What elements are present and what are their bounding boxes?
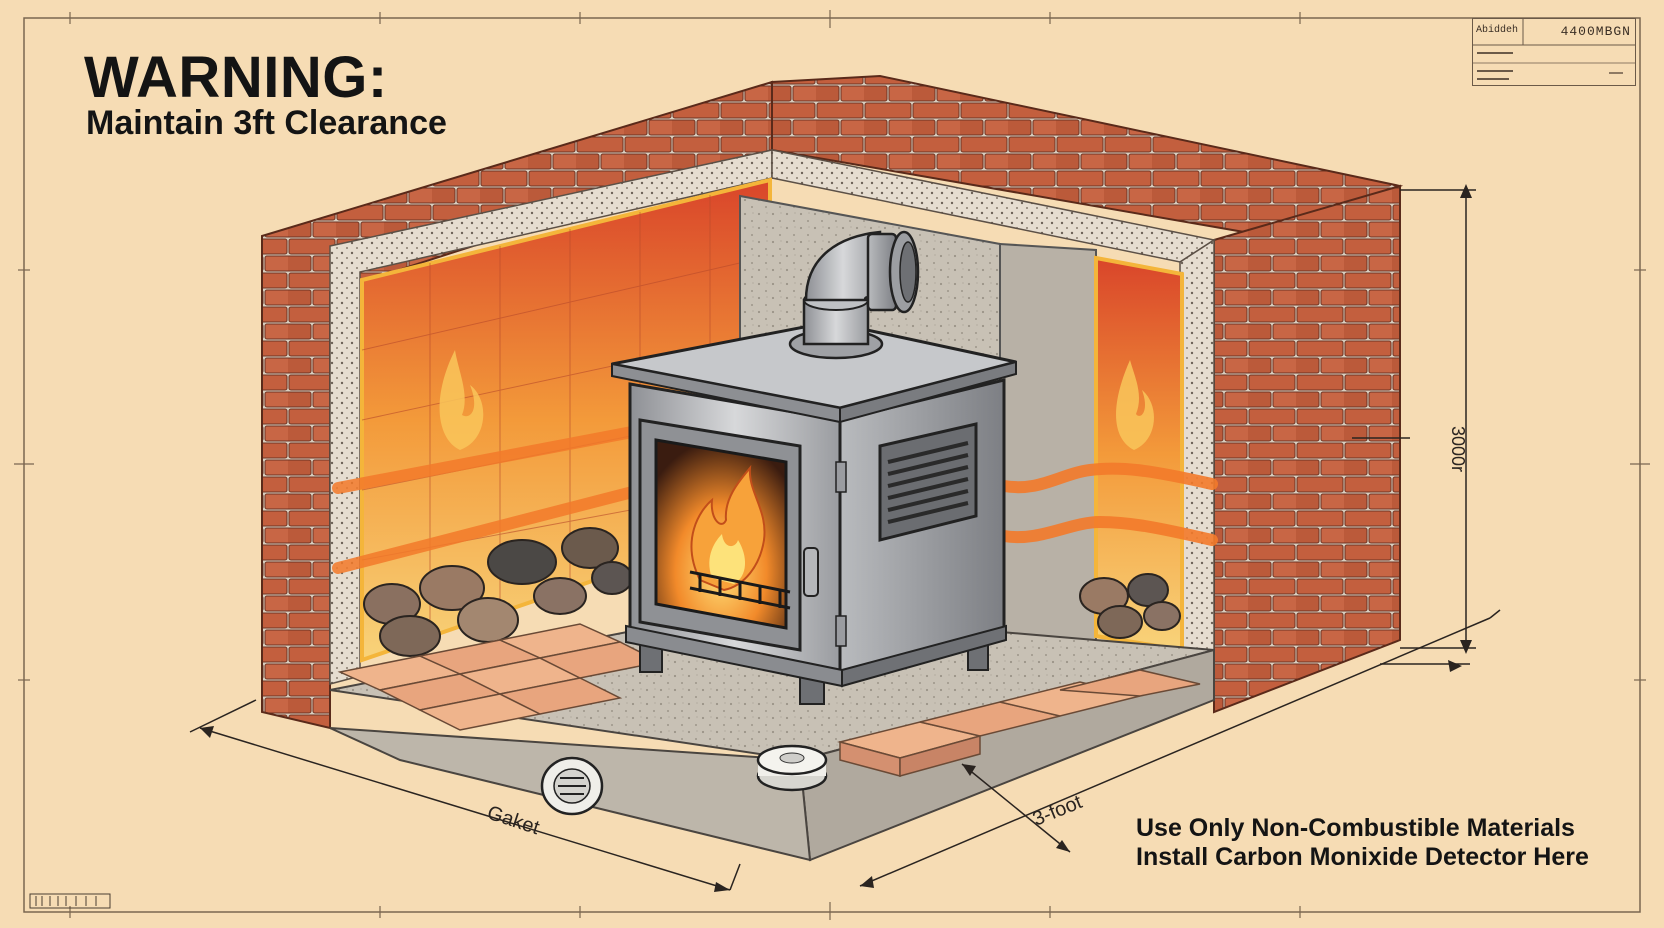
wood-stove: [611, 320, 1017, 705]
drawing-border: [23, 17, 1641, 913]
dimension-arrows: [200, 184, 1472, 892]
left-heat-streak-lower: [332, 484, 646, 574]
border-ticks: [14, 10, 1650, 920]
left-rock-pile: [363, 527, 633, 657]
title-block-right-text: 4400MBGN: [1560, 24, 1631, 39]
right-wall-flame-icon: [1116, 360, 1154, 450]
drawing-title-block: Abiddeh 4400MBGN: [1472, 18, 1636, 86]
detector-note: Install Carbon Monixide Detector Here: [1136, 843, 1589, 871]
materials-note: Use Only Non-Combustible Materials: [1136, 814, 1575, 842]
chimney-pipe: [788, 230, 920, 360]
left-wall-flame-icon: [439, 350, 484, 450]
floor-air-vent-icon: [540, 756, 604, 816]
stove-grate: [689, 570, 791, 610]
depth-dimension-label: Gaket: [484, 802, 542, 840]
stove-door-handle: [803, 547, 819, 597]
carbon-monoxide-detector-icon: [756, 744, 828, 792]
title-block-lines: [1473, 19, 1635, 80]
title-block-left-text: Abiddeh: [1476, 25, 1519, 36]
vent-louvers: [887, 441, 969, 524]
width-dimension-label: 3-foot: [1030, 791, 1086, 831]
right-brick-wall: [1213, 184, 1401, 714]
right-insulation-layer: [1179, 238, 1215, 702]
height-dimension-label: 3000r: [1448, 426, 1468, 472]
warning-subtitle: Maintain 3ft Clearance: [86, 104, 447, 142]
left-hearth-tiles: [337, 623, 663, 731]
dimension-lines: [189, 189, 1501, 891]
stove-side-vent: [878, 422, 978, 542]
corner-stamp: [29, 893, 111, 909]
right-hearth-tiles: [837, 669, 1201, 777]
right-heat-streak-upper: [998, 462, 1218, 494]
warning-title: WARNING:: [84, 45, 388, 110]
right-heat-streak-lower: [998, 515, 1218, 546]
right-rock-pile: [1079, 573, 1181, 639]
